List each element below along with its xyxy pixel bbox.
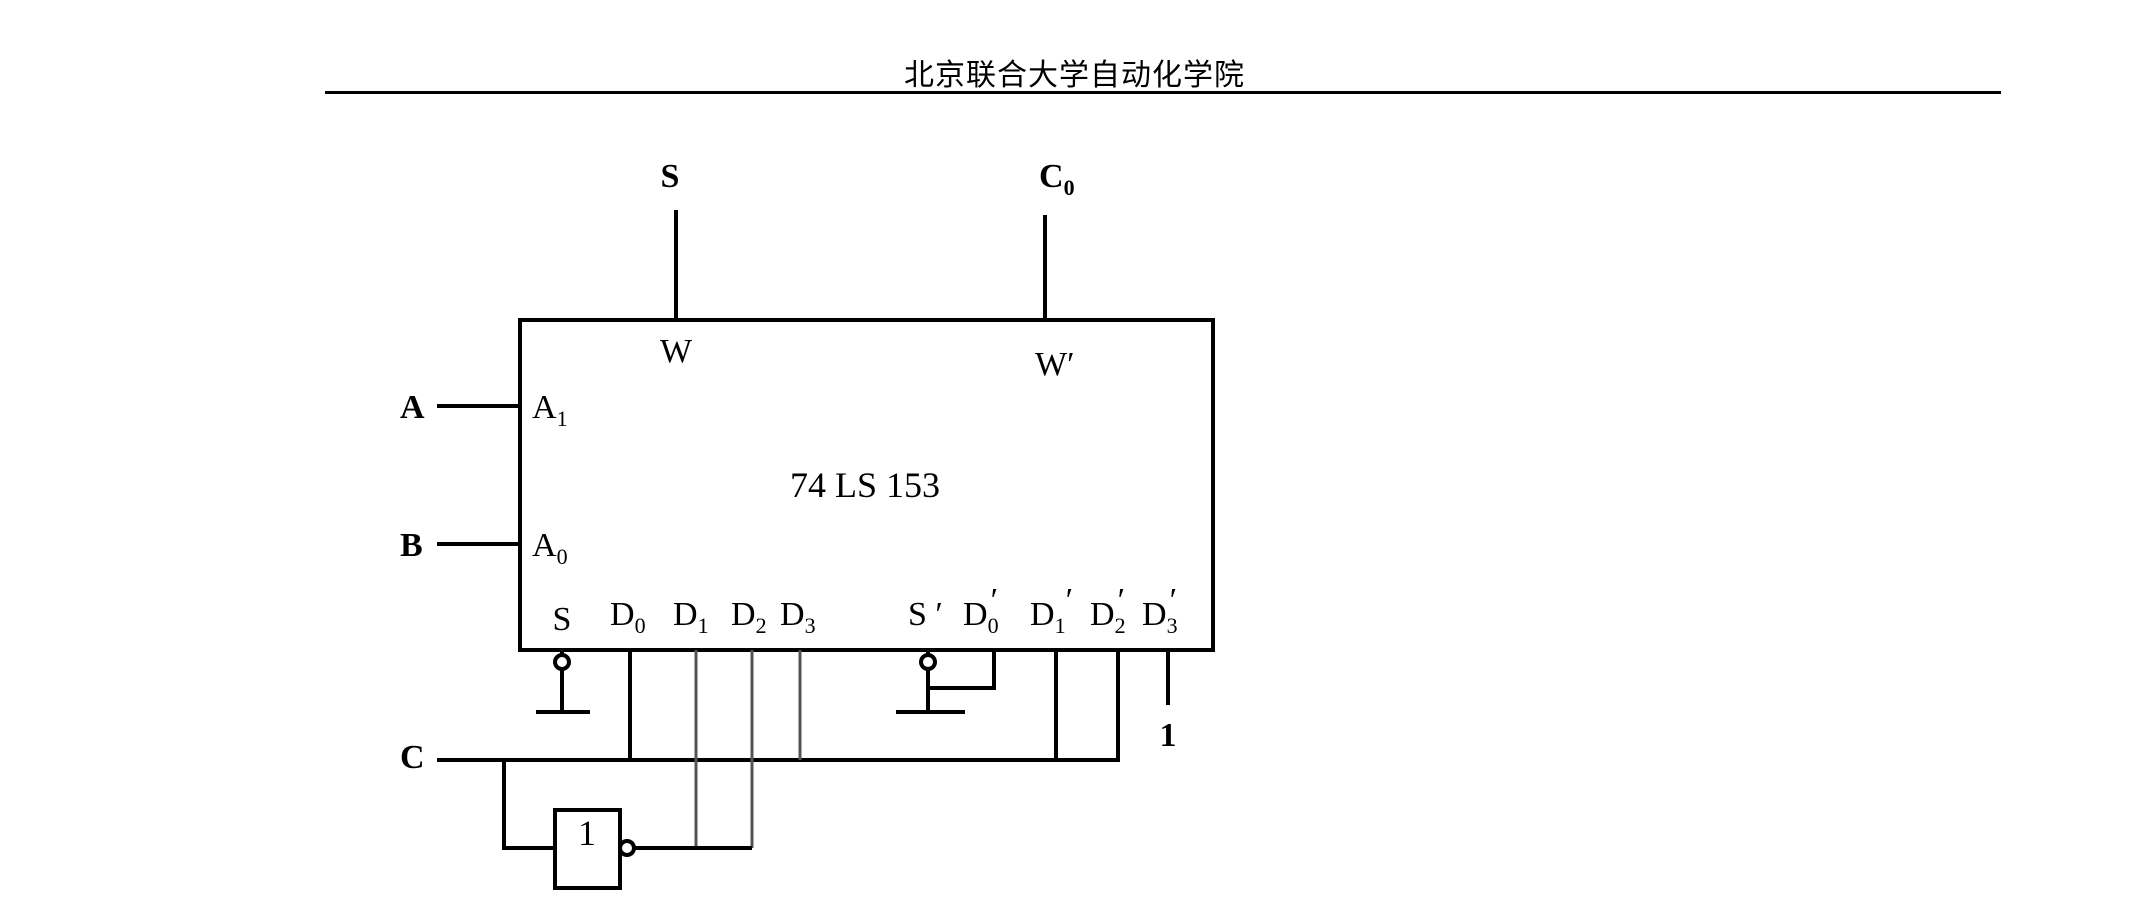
pin-s-label: S <box>553 601 572 638</box>
inverter-output-bubble <box>618 839 636 857</box>
pin-d3-main: D <box>780 596 805 633</box>
pin-d2p-sub: 2 <box>1115 613 1126 638</box>
logic-one-label: 1 <box>1160 717 1177 754</box>
pin-a0-label: A0 <box>532 527 568 569</box>
input-c-label: C <box>400 739 425 776</box>
pin-a1-label: A1 <box>532 389 568 431</box>
pin-d2-sub: 2 <box>756 613 767 638</box>
pin-d3p-label: D3′ <box>1142 582 1178 638</box>
output-s-label: S <box>661 158 680 195</box>
pin-a1-main: A <box>532 389 557 426</box>
pin-d3p-sub: 3 <box>1167 613 1178 638</box>
pin-d0p-main: D <box>963 596 988 633</box>
pin-d0-sub: 0 <box>635 613 646 638</box>
pin-d1-main: D <box>673 596 698 633</box>
pin-d1p-main: D <box>1030 596 1055 633</box>
pin-w-prime-label: W′ <box>1035 346 1075 383</box>
pin-d1p-label: D1′ <box>1030 582 1073 638</box>
pin-d0p-prime: ′ <box>991 582 998 619</box>
pin-a1-sub: 1 <box>557 406 568 431</box>
s-enable-bubble <box>553 653 571 671</box>
output-c0-sub: 0 <box>1064 175 1075 200</box>
pin-a0-sub: 0 <box>557 544 568 569</box>
pin-d1-label: D1 <box>673 596 709 638</box>
wire-c-to-inverter <box>502 760 555 850</box>
output-c0-label: C0 <box>1039 158 1075 200</box>
pin-d0p-label: D0′ <box>963 582 999 638</box>
pin-a0-main: A <box>532 527 557 564</box>
pin-d2p-main: D <box>1090 596 1115 633</box>
pin-w-label: W <box>660 333 693 370</box>
chip-74ls153-body <box>518 318 1215 652</box>
inverter-label: 1 <box>578 813 596 853</box>
wire-d0-prime-to-ground <box>928 650 996 690</box>
pin-d3p-main: D <box>1142 596 1167 633</box>
pin-d2p-prime: ′ <box>1118 582 1125 619</box>
pin-d0-main: D <box>610 596 635 633</box>
input-b-label: B <box>400 527 423 564</box>
s-prime-enable-bubble <box>919 653 937 671</box>
input-a-label: A <box>400 389 425 426</box>
chip-label: 74 LS 153 <box>790 465 940 505</box>
output-c0-main: C <box>1039 158 1064 195</box>
header-rule <box>325 91 2001 94</box>
pin-d2p-label: D2′ <box>1090 582 1126 638</box>
pin-d3-label: D3 <box>780 596 816 638</box>
pin-d2-label: D2 <box>731 596 767 638</box>
page-header-title: 北京联合大学自动化学院 <box>904 58 1245 93</box>
pin-s-prime-label: S ′ <box>908 596 943 633</box>
pin-d3-sub: 3 <box>805 613 816 638</box>
pin-d0-label: D0 <box>610 596 646 638</box>
pin-d2-main: D <box>731 596 756 633</box>
pin-d1p-prime: ′ <box>1066 582 1073 619</box>
pin-d1p-sub: 1 <box>1055 613 1066 638</box>
pin-d1-sub: 1 <box>698 613 709 638</box>
pin-d3p-prime: ′ <box>1170 582 1177 619</box>
pin-d0p-sub: 0 <box>988 613 999 638</box>
